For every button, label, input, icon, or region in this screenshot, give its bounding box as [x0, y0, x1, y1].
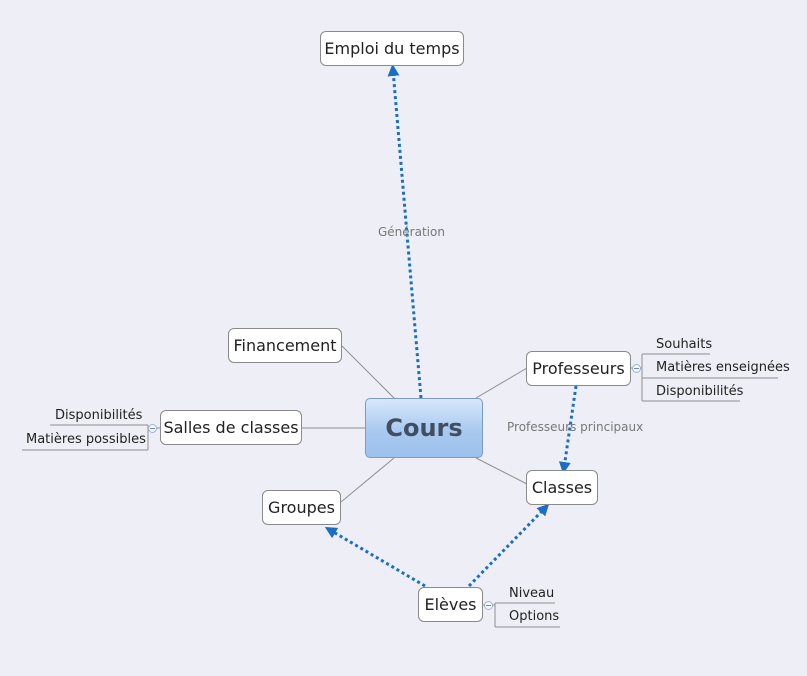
relationship-eleves-classes-arrow: [467, 503, 550, 588]
topic-label: Salles de classes: [163, 418, 299, 437]
connector-professeurs: [475, 367, 528, 399]
topic-classes[interactable]: Classes: [526, 470, 598, 505]
topic-salles-de-classes[interactable]: Salles de classes: [160, 410, 302, 445]
topic-professeurs[interactable]: Professeurs: [526, 351, 631, 386]
central-topic-cours[interactable]: Cours: [365, 398, 483, 458]
connector-classes: [475, 457, 528, 485]
topic-label: Emploi du temps: [324, 39, 460, 58]
topic-emploi-du-temps[interactable]: Emploi du temps: [320, 31, 464, 66]
topic-eleves[interactable]: Elèves: [418, 587, 483, 622]
relationship-generation-arrow: [387, 64, 423, 399]
topic-groupes[interactable]: Groupes: [262, 490, 341, 525]
topic-label: Classes: [531, 478, 593, 497]
subtopic-souhaits[interactable]: Souhaits: [656, 337, 713, 352]
relationship-label-generation[interactable]: Génération: [378, 225, 445, 239]
collapse-eleves-icon[interactable]: [484, 601, 493, 610]
relationship-eleves-groupes-arrow: [324, 526, 426, 588]
topic-label: Elèves: [424, 595, 477, 614]
relationship-label-professeurs-principaux[interactable]: Professeurs principaux: [507, 420, 644, 434]
topic-label: Groupes: [268, 498, 335, 517]
connector-financement: [341, 345, 395, 399]
subtopic-disponibilites-salles[interactable]: Disponibilités: [55, 408, 143, 423]
central-topic-label: Cours: [385, 414, 463, 442]
collapse-professeurs-icon[interactable]: [632, 364, 641, 373]
subtopic-options[interactable]: Options: [509, 609, 560, 624]
collapse-salles-icon[interactable]: [148, 424, 157, 433]
subtopic-niveau[interactable]: Niveau: [509, 586, 555, 601]
subtopic-disponibilites-professeurs[interactable]: Disponibilités: [656, 384, 744, 399]
topic-label: Financement: [233, 336, 337, 355]
connector-groupes: [340, 457, 395, 503]
relationship-professeurs-principaux-arrow: [558, 385, 578, 474]
subtopic-matieres-possibles[interactable]: Matières possibles: [26, 432, 146, 447]
topic-label: Professeurs: [532, 359, 625, 378]
subtopic-matieres-enseignees[interactable]: Matières enseignées: [656, 360, 790, 375]
topic-financement[interactable]: Financement: [228, 328, 342, 363]
